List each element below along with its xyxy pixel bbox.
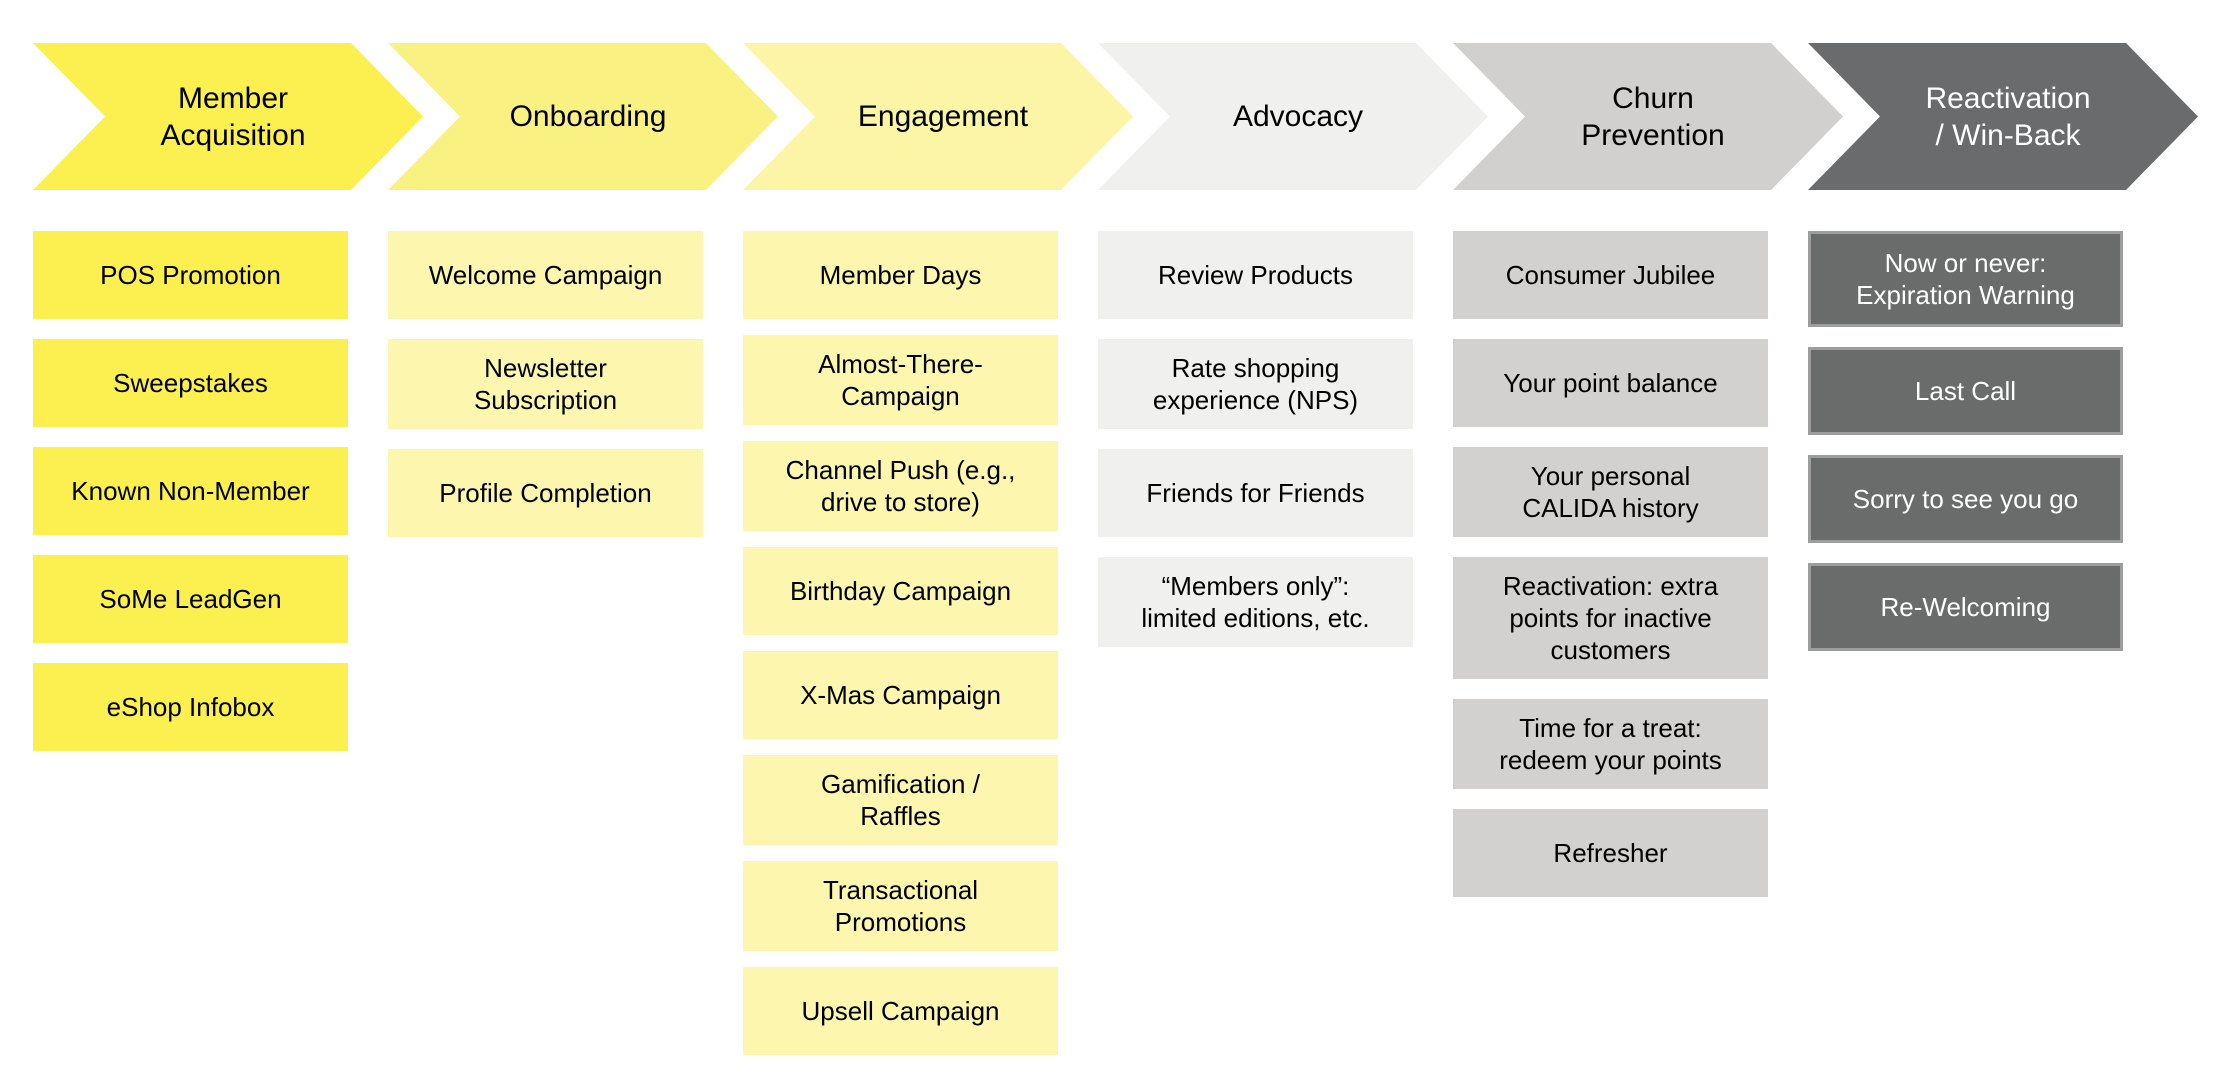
campaign-box: Newsletter Subscription: [388, 339, 703, 429]
stage-arrow-chevron: Onboarding: [388, 43, 778, 190]
stage-label: Onboarding: [509, 100, 667, 133]
campaign-box: Upsell Campaign: [743, 967, 1058, 1055]
campaign-box: Known Non-Member: [33, 447, 348, 535]
stage-onboarding: Onboarding Welcome Campaign Newsletter S…: [388, 0, 778, 1072]
stage-arrow-chevron: Engagement: [743, 43, 1133, 190]
campaign-box: Refresher: [1453, 809, 1768, 897]
campaign-box: Sweepstakes: [33, 339, 348, 427]
campaign-box: Almost-There- Campaign: [743, 335, 1058, 425]
campaign-box: Now or never: Expiration Warning: [1808, 231, 2123, 327]
campaign-box-label: Newsletter Subscription: [473, 353, 618, 415]
campaign-box: Review Products: [1098, 231, 1413, 319]
campaign-box: Channel Push (e.g., drive to store): [743, 441, 1058, 531]
campaign-box-label: Reactivation: extra points for inactive …: [1502, 571, 1719, 665]
campaign-box-label: Birthday Campaign: [789, 576, 1012, 606]
campaign-box: Welcome Campaign: [388, 231, 703, 319]
campaign-box: Your point balance: [1453, 339, 1768, 427]
campaign-box-label: eShop Infobox: [106, 692, 275, 722]
campaign-box-label: Channel Push (e.g., drive to store): [785, 455, 1016, 517]
campaign-box: Time for a treat: redeem your points: [1453, 699, 1768, 789]
campaign-box: Member Days: [743, 231, 1058, 319]
campaign-box-list: Now or never: Expiration Warning Last Ca…: [1808, 231, 2123, 651]
campaign-box: Rate shopping experience (NPS): [1098, 339, 1413, 429]
stage-arrow-chevron: Member Acquisition: [33, 43, 423, 190]
campaign-box-label: Member Days: [819, 260, 982, 290]
campaign-box-label: Transactional Promotions: [822, 875, 979, 937]
campaign-box-label: SoMe LeadGen: [99, 584, 282, 614]
campaign-box-label: “Members only”: limited editions, etc.: [1141, 571, 1370, 633]
stage-advocacy: Advocacy Review Products Rate shopping e…: [1098, 0, 1488, 1072]
campaign-box-label: Consumer Jubilee: [1505, 260, 1716, 290]
campaign-box: X-Mas Campaign: [743, 651, 1058, 739]
campaign-box-label: Your personal CALIDA history: [1522, 461, 1699, 523]
campaign-box-label: Almost-There- Campaign: [818, 349, 983, 411]
campaign-box-label: Time for a treat: redeem your points: [1499, 713, 1722, 775]
campaign-box-label: Known Non-Member: [71, 476, 310, 506]
campaign-box-label: Re-Welcoming: [1880, 592, 2051, 622]
campaign-box: Last Call: [1808, 347, 2123, 435]
stage-label: Reactivation / Win-Back: [1925, 81, 2091, 152]
campaign-box-label: Rate shopping experience (NPS): [1152, 353, 1359, 415]
campaign-box: Re-Welcoming: [1808, 563, 2123, 651]
campaign-box: SoMe LeadGen: [33, 555, 348, 643]
campaign-box-label: Gamification / Raffles: [821, 769, 980, 831]
campaign-box: Profile Completion: [388, 449, 703, 537]
stage-engagement: Engagement Member Days Almost-There- Cam…: [743, 0, 1133, 1072]
campaign-box: Birthday Campaign: [743, 547, 1058, 635]
campaign-box: “Members only”: limited editions, etc.: [1098, 557, 1413, 647]
stage-label: Member Acquisition: [160, 81, 306, 152]
stage-member-acquisition: Member Acquisition POS Promotion Sweepst…: [33, 0, 423, 1072]
campaign-box-list: Welcome Campaign Newsletter Subscription…: [388, 231, 703, 537]
stage-reactivation-win-back: Reactivation / Win-Back Now or never: Ex…: [1808, 0, 2198, 1072]
stage-label: Advocacy: [1232, 100, 1364, 133]
campaign-box: Reactivation: extra points for inactive …: [1453, 557, 1768, 679]
stage-arrow-chevron: Churn Prevention: [1453, 43, 1843, 190]
campaign-box-label: Last Call: [1914, 376, 2017, 406]
campaign-box-label: Sorry to see you go: [1852, 484, 2079, 514]
campaign-box-list: Consumer Jubilee Your point balance Your…: [1453, 231, 1768, 897]
campaign-box: Transactional Promotions: [743, 861, 1058, 951]
campaign-box: Gamification / Raffles: [743, 755, 1058, 845]
campaign-box-label: X-Mas Campaign: [800, 680, 1001, 710]
campaign-box-label: Review Products: [1157, 260, 1354, 290]
campaign-box-label: Friends for Friends: [1146, 478, 1365, 508]
campaign-box: Sorry to see you go: [1808, 455, 2123, 543]
stage-arrow-chevron: Reactivation / Win-Back: [1808, 43, 2198, 190]
campaign-box-label: POS Promotion: [100, 260, 281, 290]
campaign-box-label: Your point balance: [1503, 368, 1718, 398]
campaign-box-label: Upsell Campaign: [801, 996, 1000, 1026]
campaign-box-list: Review Products Rate shopping experience…: [1098, 231, 1413, 647]
campaign-box-label: Welcome Campaign: [428, 260, 663, 290]
campaign-box: Friends for Friends: [1098, 449, 1413, 537]
campaign-box-list: POS Promotion Sweepstakes Known Non-Memb…: [33, 231, 348, 751]
stage-label: Engagement: [857, 100, 1029, 133]
campaign-box: eShop Infobox: [33, 663, 348, 751]
stage-churn-prevention: Churn Prevention Consumer Jubilee Your p…: [1453, 0, 1843, 1072]
campaign-box-label: Refresher: [1553, 838, 1668, 868]
campaign-box-label: Profile Completion: [439, 478, 652, 508]
stage-arrow-chevron: Advocacy: [1098, 43, 1488, 190]
campaign-box-list: Member Days Almost-There- Campaign Chann…: [743, 231, 1058, 1055]
campaign-box-label: Sweepstakes: [113, 368, 268, 398]
campaign-box-label: Now or never: Expiration Warning: [1856, 248, 2075, 310]
stage-label: Churn Prevention: [1581, 81, 1725, 152]
campaign-box: Your personal CALIDA history: [1453, 447, 1768, 537]
campaign-box: POS Promotion: [33, 231, 348, 319]
campaign-box: Consumer Jubilee: [1453, 231, 1768, 319]
